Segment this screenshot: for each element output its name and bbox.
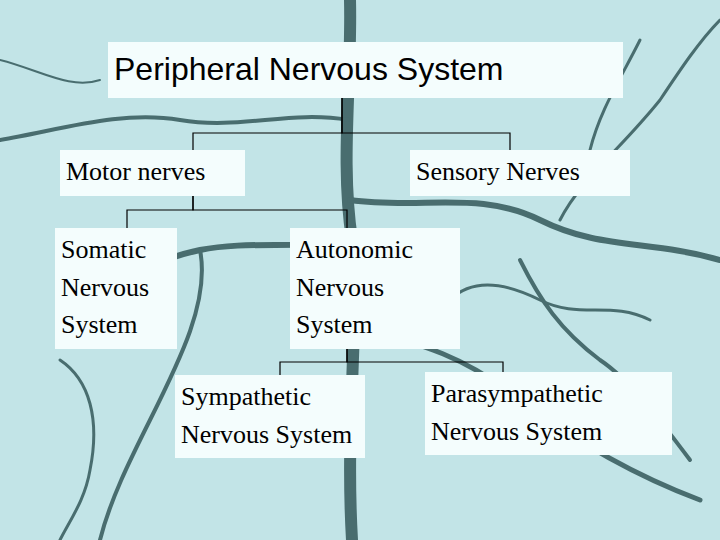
category-box: Parasympathetic Nervous System [425, 372, 672, 455]
box-label: Sensory Nerves [416, 153, 624, 191]
tree-connector [347, 349, 503, 372]
vessel-branch [352, 330, 700, 500]
box-label: Peripheral Nervous System [114, 45, 617, 93]
box-label: Sympathetic Nervous System [181, 378, 359, 453]
tree-connector [193, 196, 347, 228]
vessel-branch [0, 60, 100, 83]
box-label: Motor nerves [66, 153, 239, 191]
vessel-branch [60, 360, 94, 540]
root-box: Peripheral Nervous System [108, 42, 623, 98]
tree-connector [193, 98, 342, 150]
box-label: Autonomic Nervous System [296, 231, 454, 344]
tree-connector [280, 349, 347, 375]
category-box: Sympathetic Nervous System [175, 375, 365, 458]
category-box: Autonomic Nervous System [290, 228, 460, 349]
tree-connector [342, 98, 510, 150]
category-box: Sensory Nerves [410, 150, 630, 196]
vessel-branch [0, 117, 348, 140]
category-box: Motor nerves [60, 150, 245, 196]
box-label: Somatic Nervous System [61, 231, 171, 344]
vessel-branch [450, 285, 650, 320]
category-box: Somatic Nervous System [55, 228, 177, 349]
tree-connector [127, 196, 193, 228]
box-label: Parasympathetic Nervous System [431, 375, 666, 450]
